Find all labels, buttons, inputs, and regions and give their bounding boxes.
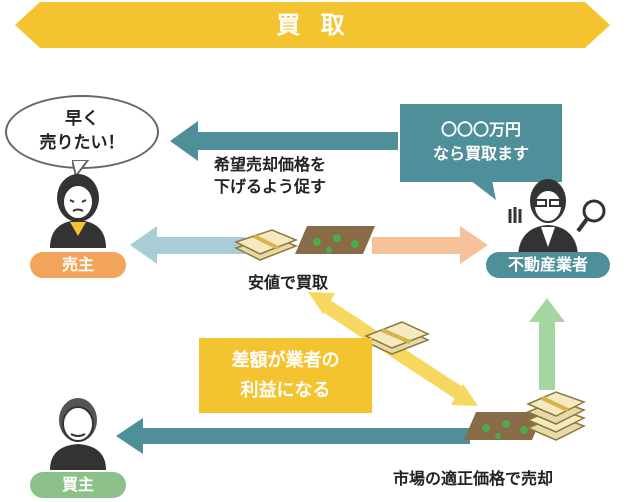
bubble-tail (72, 160, 90, 179)
money-bundle-icon (234, 229, 299, 261)
arrow-agent-to-seller (170, 121, 398, 161)
agent-offer-callout: 〇〇〇万円 なら買取ます (400, 104, 562, 182)
agent-avatar-icon (508, 179, 606, 255)
money-stack-icon (526, 391, 586, 441)
bubble-line-2: 売りたい！ (39, 133, 125, 153)
market-sell-label: 市場の適正価格で売却 (393, 469, 554, 488)
arrow-to-buyer (116, 418, 470, 454)
urge-line-2: 下げるよう促す (214, 177, 327, 196)
callout-line-1: 〇〇〇万円 (440, 120, 521, 139)
arrow-payment-to-seller (130, 226, 245, 264)
land-plot-icon (295, 226, 375, 254)
buyer-avatar-icon (50, 398, 106, 470)
buyer-role-badge: 買主 (30, 472, 126, 498)
urge-line-1: 希望売却価格を (214, 155, 327, 174)
bubble-line-1: 早く (65, 109, 99, 129)
land-plot-icon (464, 412, 544, 440)
agent-role-badge: 不動産業者 (486, 252, 610, 278)
cheap-buy-label: 安値で買取 (248, 273, 329, 292)
arrow-agent-upward (529, 298, 565, 390)
title-banner (15, 2, 610, 48)
arrow-property-to-agent (372, 226, 488, 264)
seller-avatar-icon (50, 174, 106, 248)
profit-box: 差額が業者の 利益になる (199, 338, 372, 413)
money-bundle-icon (364, 321, 430, 355)
profit-line-1: 差額が業者の (231, 350, 340, 371)
profit-line-2: 利益になる (240, 380, 331, 401)
seller-role-badge: 売主 (30, 252, 126, 278)
callout-tail (470, 180, 496, 200)
callout-line-2: なら買取ます (432, 144, 529, 163)
page-title: 買 取 (276, 11, 351, 39)
urge-price-label: 希望売却価格を 下げるよう促す (214, 154, 384, 198)
seller-speech-bubble: 早く 売りたい！ (5, 95, 159, 169)
